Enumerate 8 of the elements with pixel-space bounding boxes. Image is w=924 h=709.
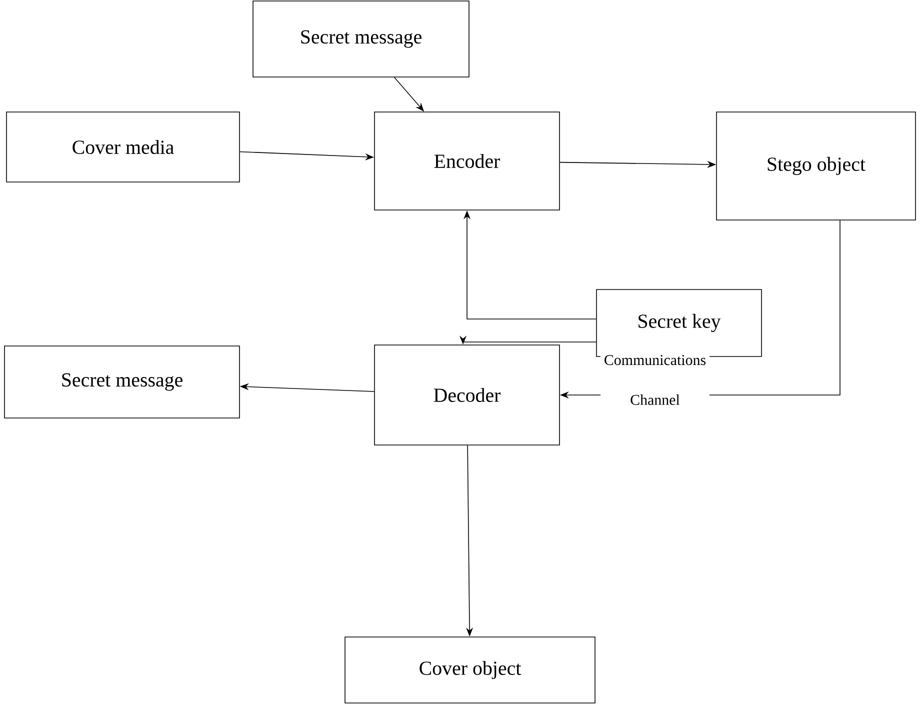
process-box: Encoder (374, 112, 560, 210)
process-box: Decoder (374, 344, 560, 446)
process-box: Secret message (4, 346, 240, 418)
edge-label: Communications Channel (600, 353, 710, 407)
process-box: Cover media (6, 112, 240, 182)
process-box: Cover object (344, 636, 596, 704)
process-box: Secret message (252, 0, 470, 78)
process-box: Stego object (716, 112, 916, 220)
